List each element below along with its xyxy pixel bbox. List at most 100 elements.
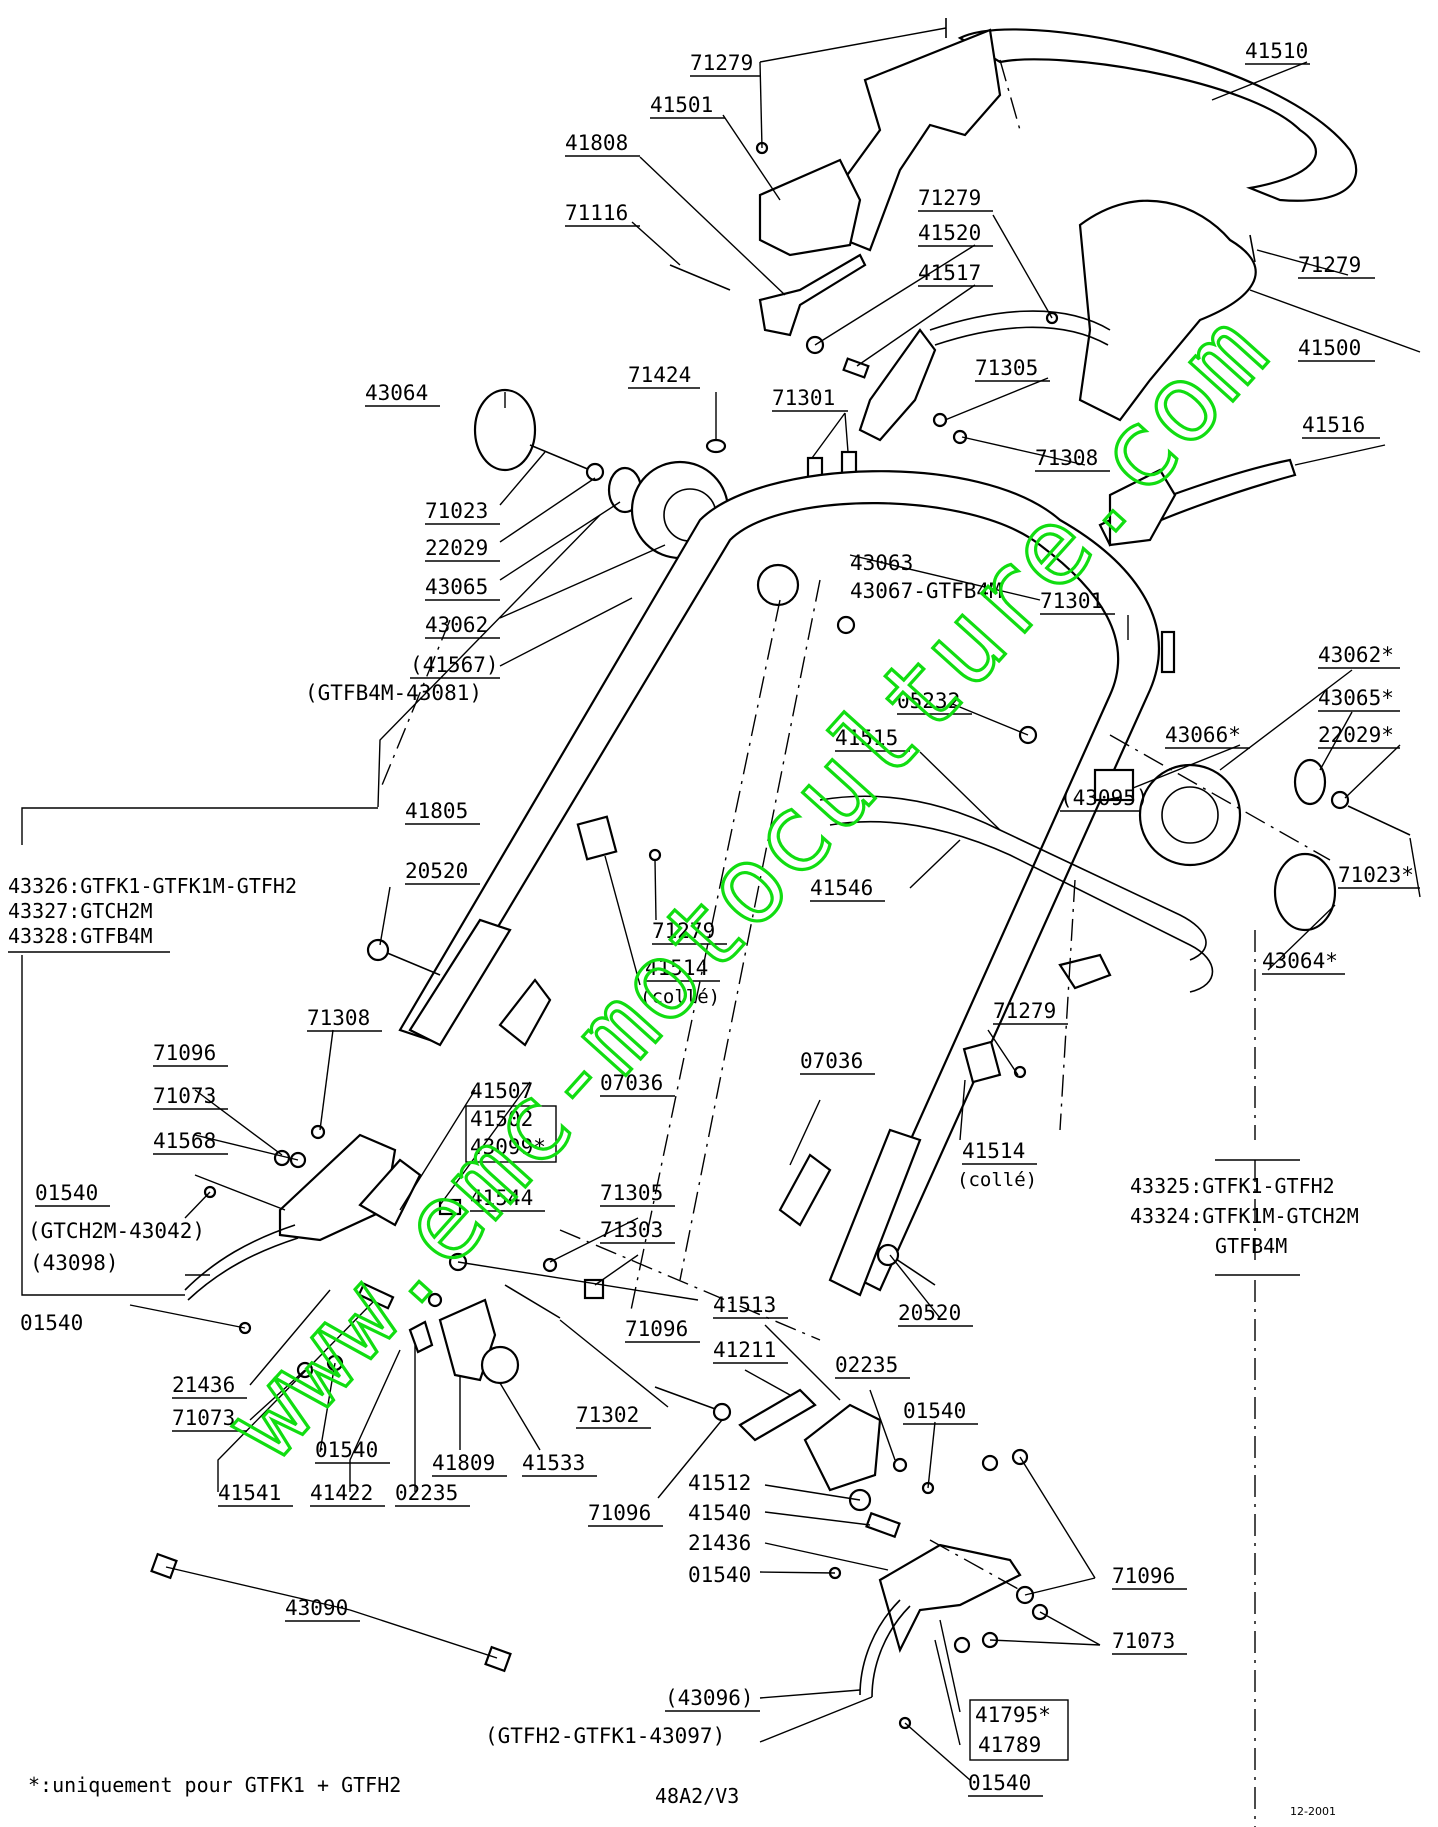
label-71303: 71303 [600, 1218, 663, 1242]
hub-43066 [1093, 768, 1135, 802]
note-left-variant-1: 43326:GTFK1-GTFK1M-GTFH2 [8, 874, 297, 898]
bolt-71096-c [654, 1386, 719, 1411]
nut-71308-a [952, 429, 968, 445]
label-43065: 43065 [425, 575, 488, 599]
tie-rod-41546 [829, 820, 1214, 993]
bolt-43090-a [150, 1552, 178, 1580]
label-71308-a: 71308 [1035, 446, 1098, 470]
label-frames [465, 1105, 1069, 1761]
bolt-20520-a-head [366, 938, 390, 962]
washer-71305-a [932, 412, 948, 428]
label-07036-a: 07036 [600, 1071, 663, 1095]
label-underlines [35, 63, 1420, 1797]
label-71023: 71023 [425, 499, 488, 523]
align-line-2 [629, 599, 781, 1316]
washer-71096-d [981, 1454, 999, 1472]
label-43063: 43063 [850, 551, 913, 575]
bolt-20520-b-head [876, 1243, 900, 1267]
label-41507: 41507 [470, 1079, 533, 1103]
handle-cover-41500 [1078, 199, 1257, 422]
label-41513: 41513 [713, 1293, 776, 1317]
wing-knob-07036-a [498, 978, 552, 1047]
label-gtfh2-gtfk1-43097: (GTFH2-GTFK1-43097) [485, 1724, 725, 1748]
label-41500: 41500 [1298, 336, 1361, 360]
label-01540-b: 01540 [20, 1311, 83, 1335]
nut-05232-a [836, 615, 856, 635]
bolt-71302 [504, 1284, 561, 1319]
washer-71096-c [712, 1402, 732, 1422]
label-41517: 41517 [918, 261, 981, 285]
spacer-41540 [865, 1511, 901, 1539]
washer-22029s [1330, 790, 1350, 810]
nut-71308-b [310, 1124, 326, 1140]
label-71301-b: 71301 [1040, 589, 1103, 613]
label-43064: 43064 [365, 381, 428, 405]
parts-layer [150, 18, 1411, 1730]
label-41533: 41533 [522, 1451, 585, 1475]
note-left-variant-3: 43328:GTFB4M [8, 924, 153, 948]
washer-71073-e [953, 1636, 971, 1654]
clip-41514-b [962, 1040, 1002, 1084]
label-71096-a: 71096 [153, 1041, 216, 1065]
label-01540-e: 01540 [688, 1563, 751, 1587]
spacer-41517 [842, 357, 870, 379]
label-22029s: 22029* [1318, 723, 1394, 747]
align-line-3 [1059, 879, 1076, 1131]
label-41514-b: 41514 [962, 1139, 1025, 1163]
label-43062s: 43062* [1318, 643, 1394, 667]
lower-clamp-shell [758, 158, 862, 257]
label-colle-a: (collé) [640, 986, 720, 1008]
label-41514-a: 41514 [645, 956, 708, 980]
align-line-7 [929, 1539, 1021, 1591]
leader-lines [129, 27, 1421, 1781]
label-07036-b: 07036 [800, 1049, 863, 1073]
label-43099s: 43099* [470, 1135, 546, 1159]
cap-43064s [1273, 852, 1337, 932]
label-41567: (41567) [410, 653, 499, 677]
label-gtch2m-43042: (GTCH2M-43042) [28, 1219, 205, 1243]
label-41515: 41515 [835, 726, 898, 750]
label-71096-c: 71096 [588, 1501, 651, 1525]
knob-43062s-hub [1161, 786, 1219, 844]
lever-41808 [758, 253, 867, 337]
label-05232: 05232 [897, 689, 960, 713]
bolt-71023s [1347, 805, 1411, 836]
bolt-20520-a [379, 949, 441, 976]
label-41544: 41544 [470, 1186, 533, 1210]
tie-rod-41515 [819, 795, 1207, 961]
wing-knob-07036-b [778, 1153, 832, 1227]
label-71279-e: 71279 [993, 999, 1056, 1023]
label-71073-a: 71073 [153, 1084, 216, 1108]
label-colle-b: (collé) [957, 1169, 1037, 1191]
label-41809: 41809 [432, 1451, 495, 1475]
left-lower-tube [408, 918, 512, 1047]
align-line-1 [679, 579, 821, 1281]
main-handle-frame [398, 470, 1160, 1292]
label-41541: 41541 [218, 1481, 281, 1505]
label-41568: 41568 [153, 1129, 216, 1153]
variant-leaders [21, 807, 1256, 1827]
label-41512: 41512 [688, 1471, 751, 1495]
bracket-41516 [1108, 468, 1177, 547]
label-01540-d: 01540 [903, 1399, 966, 1423]
label-41516: 41516 [1302, 413, 1365, 437]
top-clamp-housing [838, 28, 1002, 252]
bolt-43090-b [484, 1645, 512, 1673]
label-71279-b: 71279 [918, 186, 981, 210]
label-01540-c: 01540 [315, 1438, 378, 1462]
label-02235-a: 02235 [835, 1353, 898, 1377]
cap-43064 [473, 388, 537, 472]
label-41805: 41805 [405, 799, 468, 823]
clip-02235-a [408, 1320, 434, 1354]
screw-71279-e [648, 848, 662, 862]
label-71279-c: 71279 [1298, 253, 1361, 277]
washer-71305-b [542, 1257, 558, 1273]
label-41502: 41502 [470, 1107, 533, 1131]
label-41808: 41808 [565, 131, 628, 155]
label-71023s: 71023* [1338, 863, 1414, 887]
label-71279-d: 71279 [652, 919, 715, 943]
spring-43065s [1293, 758, 1327, 806]
date-code: 12-2001 [1290, 1805, 1336, 1818]
clip-71424 [705, 438, 727, 454]
label-41501: 41501 [650, 93, 713, 117]
